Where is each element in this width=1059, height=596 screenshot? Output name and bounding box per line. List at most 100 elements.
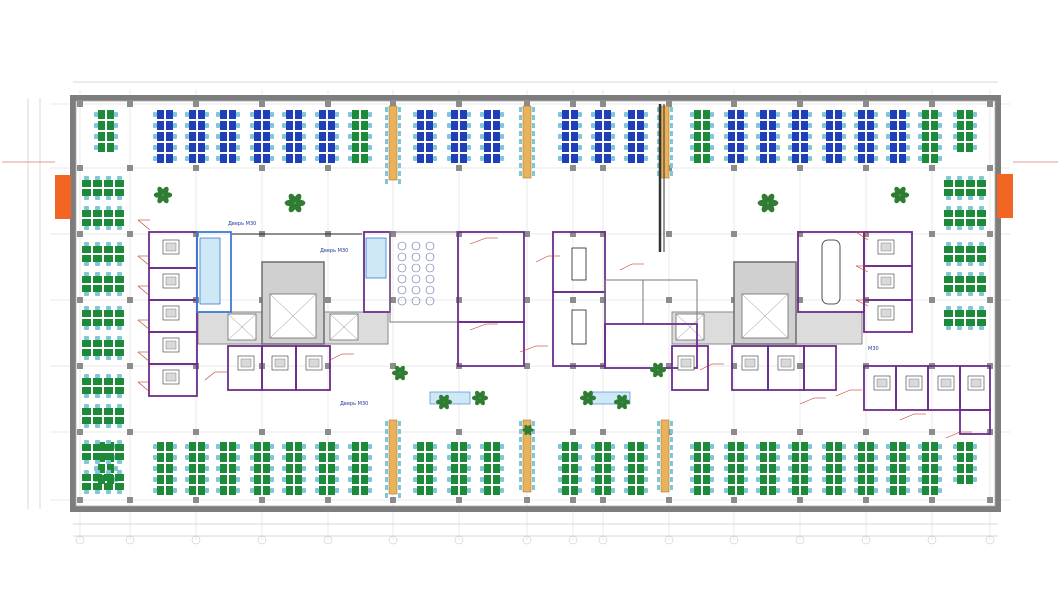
desk (166, 154, 173, 163)
desk-chair (973, 444, 977, 449)
desk-chair (236, 112, 240, 117)
desk (890, 475, 897, 484)
structural-column (731, 429, 737, 435)
desk-chair (117, 226, 122, 230)
desk-chair (624, 156, 628, 161)
desk (628, 143, 635, 152)
entrance-marker-right (997, 174, 1013, 218)
annotation-leader (945, 431, 961, 439)
desk-chair (368, 455, 372, 460)
desk (426, 154, 433, 163)
desk-chair (106, 242, 111, 246)
desk (82, 474, 91, 481)
desk-cluster (854, 110, 878, 163)
desk (493, 154, 500, 163)
desk-chair (906, 123, 910, 128)
desk-chair (270, 112, 274, 117)
bench-chair (657, 485, 660, 490)
desk (637, 475, 644, 484)
desk-chair (315, 455, 319, 460)
bench-chair (670, 115, 673, 120)
desk-chair (968, 206, 973, 210)
structural-column (77, 297, 83, 303)
desk-chair (335, 488, 339, 493)
desk-chair (724, 134, 728, 139)
desk (82, 189, 91, 196)
structural-column (325, 429, 331, 435)
desk (352, 464, 359, 473)
desk-chair (957, 262, 962, 266)
desk-chair (938, 477, 942, 482)
desk (769, 143, 776, 152)
desk (189, 464, 196, 473)
side-desk-cluster (944, 306, 986, 330)
desk (107, 132, 114, 141)
desk-chair (710, 466, 714, 471)
desk (104, 246, 113, 253)
desk (493, 475, 500, 484)
desk (263, 486, 270, 495)
desk (460, 442, 467, 451)
desk-chair (467, 477, 471, 482)
desk-cluster (724, 442, 748, 495)
bench-chair (519, 131, 522, 136)
desk-chair (973, 134, 977, 139)
desk-chair (236, 488, 240, 493)
dimension-lines (27, 81, 998, 537)
desk (604, 154, 611, 163)
desk (957, 464, 964, 473)
desk-cluster (690, 442, 714, 495)
desk (890, 143, 897, 152)
desk (966, 246, 975, 253)
desk-chair (114, 145, 118, 150)
desk-chair (447, 145, 451, 150)
desk-chair (906, 156, 910, 161)
desk-chair (185, 123, 189, 128)
bench-chair (670, 107, 673, 112)
plant-leaf (479, 390, 485, 398)
desk (115, 276, 124, 283)
desk-chair (282, 444, 286, 449)
desk-chair (480, 466, 484, 471)
desk (858, 464, 865, 473)
desk (694, 132, 701, 141)
desk-chair (348, 112, 352, 117)
desk (637, 110, 644, 119)
desk (104, 444, 113, 451)
bench-table (388, 105, 398, 181)
desk-chair (710, 134, 714, 139)
desk (104, 189, 113, 196)
desk-chair (886, 455, 890, 460)
desk-chair (906, 477, 910, 482)
desk-chair (335, 455, 339, 460)
desk-chair (84, 242, 89, 246)
desk-chair (302, 123, 306, 128)
desk-cluster (413, 110, 437, 163)
desk-chair (591, 444, 595, 449)
desk (82, 246, 91, 253)
desk-cluster (250, 110, 274, 163)
desk-chair (724, 488, 728, 493)
desk-cluster (185, 110, 209, 163)
desk (328, 453, 335, 462)
desk (595, 154, 602, 163)
bench-chair (657, 139, 660, 144)
desk (628, 442, 635, 451)
desk (93, 310, 102, 317)
bench-chair (657, 421, 660, 426)
desk-chair (368, 466, 372, 471)
desk (801, 121, 808, 130)
desk-cluster (788, 442, 812, 495)
desk-chair (114, 466, 118, 471)
desk-chair (578, 112, 582, 117)
desk-chair (644, 145, 648, 150)
annotation-leader (329, 353, 343, 361)
desk (595, 475, 602, 484)
desk (220, 442, 227, 451)
desk (977, 189, 986, 196)
desk-chair (776, 134, 780, 139)
desk-chair (216, 477, 220, 482)
desk-chair (644, 156, 648, 161)
bench-table (660, 105, 670, 179)
desk-chair (788, 455, 792, 460)
